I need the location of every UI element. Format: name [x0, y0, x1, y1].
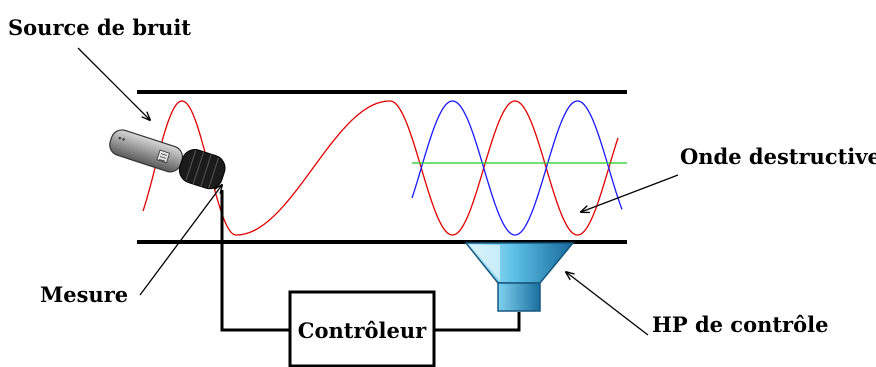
controller-label: Contrôleur: [298, 318, 427, 343]
control-speaker-icon: [464, 242, 575, 312]
controller-box: [288, 290, 436, 367]
control-speaker-arrow: [566, 272, 649, 336]
microphone-icon: [109, 129, 226, 190]
measure-arrow: [139, 185, 222, 296]
controller-to-speaker-wire: [434, 312, 521, 332]
noise-source-arrow: [77, 47, 150, 120]
destructive-wave-arrow: [581, 174, 679, 212]
destructive-wave-label: Onde destructive: [680, 144, 876, 169]
noise-source-label: Source de bruit: [8, 15, 191, 40]
mic-to-controller-wire: [220, 190, 290, 332]
control-speaker-label: HP de contrôle: [652, 312, 828, 337]
destructive-wave: [411, 100, 623, 236]
measure-label: Mesure: [40, 282, 128, 307]
